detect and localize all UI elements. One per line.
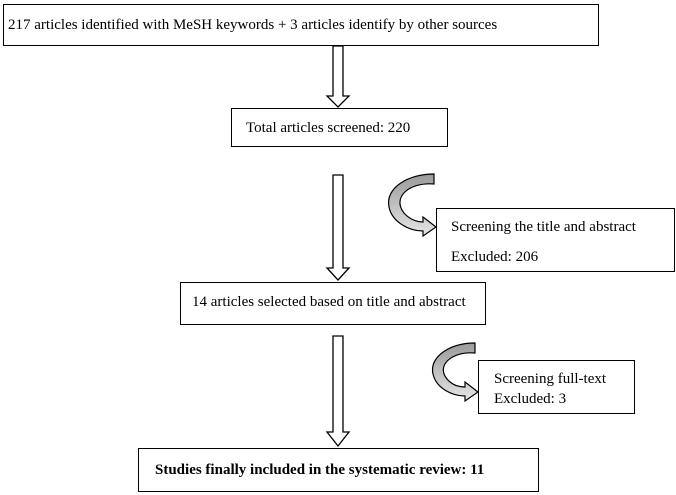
included-text: Studies finally included in the systemat… <box>155 462 485 478</box>
identified-text: 217 articles identified with MeSH keywor… <box>8 17 498 33</box>
down-arrow-1 <box>325 45 351 108</box>
exclusion-reason-1: Screening the title and abstract <box>451 219 636 235</box>
included-box: Studies finally included in the systemat… <box>138 448 539 492</box>
screened-text: Total articles screened: 220 <box>246 120 411 136</box>
excluded-count-2: Excluded: 3 <box>494 391 567 407</box>
exclusion-box-title-abstract: Screening the title and abstract Exclude… <box>436 208 675 272</box>
curved-arrow-1 <box>388 173 438 238</box>
excluded-count-1: Excluded: 206 <box>451 249 539 265</box>
down-arrow-3 <box>325 335 351 448</box>
selected-text: 14 articles selected based on title and … <box>192 294 466 310</box>
down-arrow-2 <box>325 174 351 281</box>
exclusion-box-full-text: Screening full-text Excluded: 3 <box>478 360 635 414</box>
screened-box: Total articles screened: 220 <box>231 108 448 147</box>
curved-arrow-2 <box>431 342 480 403</box>
identified-box: 217 articles identified with MeSH keywor… <box>3 4 599 46</box>
exclusion-reason-2: Screening full-text <box>494 371 607 387</box>
selected-box: 14 articles selected based on title and … <box>180 282 486 325</box>
